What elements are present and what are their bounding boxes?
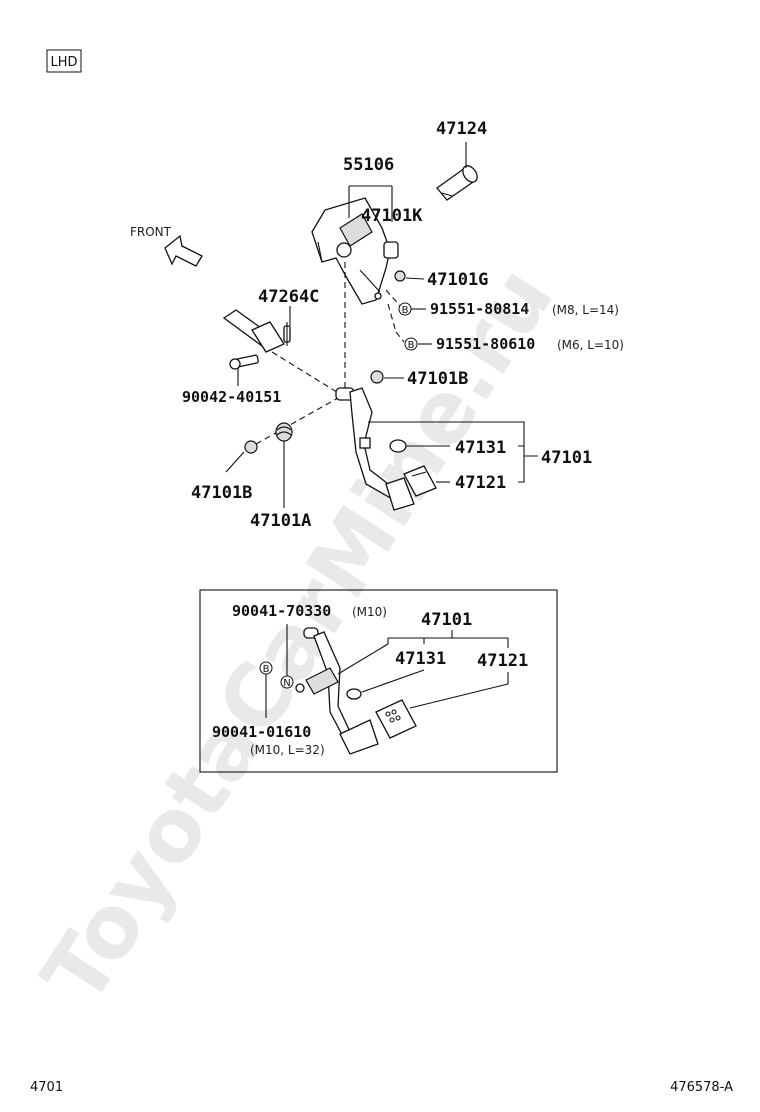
- svg-text:B: B: [408, 340, 415, 351]
- dash-bolt-2: [387, 303, 397, 333]
- svg-text:B: B: [263, 664, 270, 675]
- leader-47101G: [405, 277, 425, 280]
- label-47264C: 47264C: [258, 287, 319, 307]
- marker-b: B: [259, 661, 273, 675]
- page-code: 4701: [30, 1080, 63, 1095]
- label-47131: 47131: [455, 438, 506, 458]
- label-47101K: 47101K: [361, 206, 423, 226]
- spec-90041-70330: (M10): [352, 605, 387, 619]
- lhd-badge-label: LHD: [50, 55, 77, 70]
- inset-pedal-shape: [295, 627, 379, 755]
- part-47101B-lower-shape: [244, 440, 258, 454]
- part-90042-shape: [229, 354, 259, 370]
- part-47101A-shape: [275, 422, 293, 442]
- part-55106-shape: [311, 197, 391, 305]
- leader-47101B-lower: [225, 451, 245, 473]
- inset-leader-pedal: [337, 643, 389, 675]
- spec-90041-01610: (M10, L=32): [250, 743, 325, 757]
- label-47124: 47124: [436, 119, 487, 139]
- bracket-47101: [368, 421, 538, 483]
- watermark: ToyotaCarMine.ru: [24, 250, 574, 1022]
- dash-center-diag: [271, 351, 341, 395]
- label-90042-40151: 90042-40151: [182, 388, 281, 406]
- inset-label-47121: 47121: [477, 651, 528, 671]
- label-47101B-upper: 47101B: [407, 369, 468, 389]
- marker-n: N: [280, 675, 294, 689]
- inset-leader-47121: [409, 672, 509, 709]
- dash-bolt-1: [385, 289, 403, 309]
- inset-bracket-47101: [387, 630, 509, 648]
- front-label: FRONT: [130, 225, 172, 239]
- bolt-marker-2: B: [404, 337, 418, 351]
- inset-label-47101: 47101: [421, 610, 472, 630]
- bolt-marker-1: B: [398, 302, 412, 316]
- part-47101-pedal-shape: [335, 387, 415, 511]
- part-47121-shape: [403, 465, 437, 497]
- label-90041-70330: 90041-70330: [232, 602, 331, 620]
- label-47101B-lower: 47101B: [191, 483, 252, 503]
- label-91551-80610: 91551-80610: [436, 335, 535, 353]
- leader-55106: [348, 185, 393, 222]
- label-90041-01610: 90041-01610: [212, 723, 311, 741]
- lhd-badge: LHD: [46, 49, 82, 73]
- front-arrow: [164, 234, 203, 267]
- part-47131-shape: [389, 439, 407, 453]
- label-55106: 55106: [343, 155, 394, 175]
- inset-pad-shape: [375, 699, 417, 739]
- dash-bolt-2b: [395, 331, 405, 343]
- label-47121: 47121: [455, 473, 506, 493]
- svg-text:N: N: [283, 678, 290, 689]
- label-47101: 47101: [541, 448, 592, 468]
- svg-text:B: B: [402, 305, 409, 316]
- inset-frame: [199, 589, 558, 773]
- dash-center-lower: [255, 397, 339, 445]
- part-47264C-shape: [222, 309, 291, 353]
- label-47101G: 47101G: [427, 270, 488, 290]
- spec-91551-80814: (M8, L=14): [552, 303, 619, 317]
- inset-leader-47131: [361, 669, 425, 693]
- part-47101G-shape: [394, 270, 406, 282]
- label-91551-80814: 91551-80814: [430, 300, 529, 318]
- label-47101A: 47101A: [250, 511, 311, 531]
- inset-label-47131: 47131: [395, 649, 446, 669]
- spec-91551-80610: (M6, L=10): [557, 338, 624, 352]
- part-47101B-upper-shape: [370, 370, 384, 384]
- inset-cushion-shape: [346, 688, 362, 700]
- part-47124-shape: [436, 165, 478, 201]
- part-47101K-shape: [383, 241, 399, 259]
- figure-id: 476578-A: [670, 1080, 733, 1095]
